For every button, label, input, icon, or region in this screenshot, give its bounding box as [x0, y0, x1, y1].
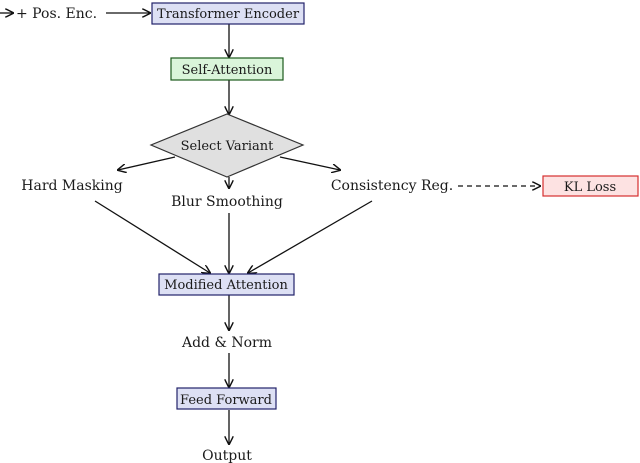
blur-smoothing-label: Blur Smoothing — [171, 194, 283, 210]
add-norm-label: Add & Norm — [181, 335, 272, 351]
edge-hard-masking-to-modified-attention — [94, 200, 210, 273]
output-label: Output — [202, 448, 252, 463]
hard-masking-label: Hard Masking — [21, 178, 123, 194]
transformer-encoder-box — [151, 2, 305, 25]
feed-forward-box — [176, 387, 277, 410]
select-variant-label: Select Variant — [181, 139, 275, 154]
edge-select-to-consistency-reg — [279, 156, 340, 170]
consistency-reg-label: Consistency Reg. — [331, 178, 453, 194]
select-variant-diamond — [149, 113, 305, 178]
input-label: + Pos. Enc. — [16, 6, 97, 22]
transformer-encoder-label: Transformer Encoder — [157, 7, 300, 22]
feed-forward-label: Feed Forward — [180, 393, 272, 408]
kl-loss-label: KL Loss — [564, 180, 616, 195]
edge-consistency-to-modified-attention — [248, 200, 373, 273]
edge-select-to-hard-masking — [118, 156, 176, 170]
self-attention-label: Self-Attention — [182, 63, 273, 78]
edges — [94, 13, 540, 444]
modified-attention-label: Modified Attention — [164, 278, 288, 293]
kl-loss-box — [542, 175, 639, 197]
modified-attention-box — [158, 273, 295, 296]
self-attention-box — [170, 57, 284, 81]
